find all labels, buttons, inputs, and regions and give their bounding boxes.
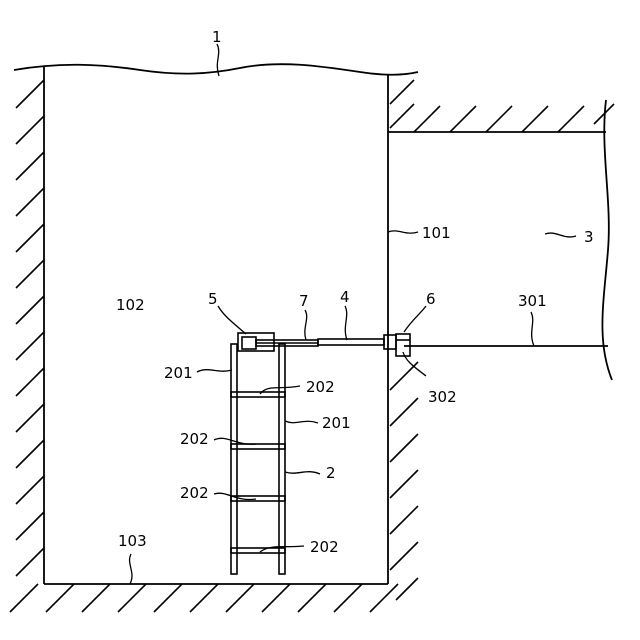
label-103: 103	[118, 532, 147, 550]
right-upper-hatching	[390, 80, 614, 132]
label-301: 301	[518, 292, 547, 310]
label-202-d: 202	[310, 538, 339, 556]
label-302: 302	[428, 388, 457, 406]
label-2: 2	[326, 464, 336, 482]
label-102: 102	[116, 296, 145, 314]
label-201-right: 201	[322, 414, 351, 432]
right-lower-wall-hatching	[390, 362, 418, 600]
arm-4-rod-7	[256, 339, 384, 346]
label-6: 6	[426, 290, 436, 308]
label-7: 7	[299, 292, 309, 310]
label-202-c: 202	[180, 484, 209, 502]
label-1: 1	[212, 28, 222, 46]
label-5: 5	[208, 290, 218, 308]
label-201-left: 201	[164, 364, 193, 382]
bottom-hatching	[10, 584, 398, 612]
label-101: 101	[422, 224, 451, 242]
leader-lines	[130, 44, 576, 584]
label-202-b: 202	[180, 430, 209, 448]
ladder-2	[231, 344, 285, 574]
shaft-1	[14, 64, 418, 584]
label-4: 4	[340, 288, 350, 306]
label-202-a: 202	[306, 378, 335, 396]
left-wall-hatching	[16, 80, 44, 576]
label-3: 3	[584, 228, 594, 246]
